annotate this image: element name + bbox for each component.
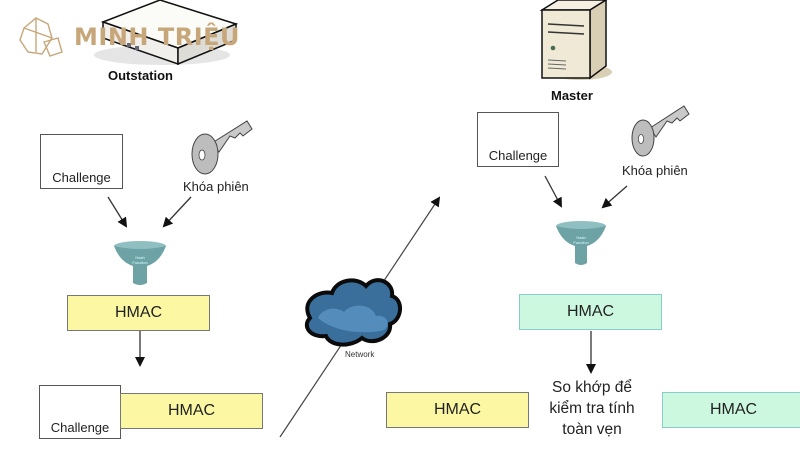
svg-text:Hash: Hash [576,235,585,240]
master-label: Master [551,88,593,103]
watermark-logo: MINH TRIỆU [14,14,240,60]
message-challenge-envelope: Challenge [39,385,121,439]
arrow-key-to-hash-outstation [162,196,192,228]
integrity-check-text: So khớp để kiểm tra tính toàn vẹn [537,377,647,440]
gem-logo-icon [19,17,63,57]
network-cloud-icon [304,278,402,347]
message-hmac-box: HMAC [120,393,263,429]
master-server-icon [539,0,612,80]
integrity-check-line-1: So khớp để [552,379,632,396]
integrity-check-line-2: kiểm tra tính [549,400,635,417]
arrow-key-to-hash-master [601,185,628,209]
key-icon-outstation [191,120,253,175]
challenge-label-master: Challenge [488,148,548,163]
hmac-box-master: HMAC [519,294,662,330]
outstation-label: Outstation [108,68,173,83]
watermark-text: MINH TRIỆU [74,23,241,51]
outstation-device-icon [94,0,239,66]
svg-text:Function: Function [132,260,147,265]
arrow-challenge-to-hash-outstation [107,196,128,228]
challenge-envelope-master: Challenge [477,112,559,167]
challenge-label-outstation: Challenge [52,170,111,185]
key-label-outstation: Khóa phiên [183,179,249,194]
arrow-challenge-to-hash-master [544,175,562,208]
key-icon-master [631,105,690,157]
hash-function-icon-outstation: Hash Function [114,241,166,285]
challenge-envelope-outstation: Challenge [40,134,123,189]
received-hmac-box: HMAC [386,392,529,428]
computed-hmac-box: HMAC [662,392,800,428]
svg-text:Hash: Hash [135,255,144,260]
hash-function-icon-master: Hash Function [556,221,606,265]
integrity-check-line-3: toàn vẹn [562,421,622,438]
key-label-master: Khóa phiên [622,163,688,178]
message-challenge-label: Challenge [50,420,110,435]
svg-text:Function: Function [573,240,588,245]
hmac-box-outstation: HMAC [67,295,210,331]
network-label: Network [345,350,375,359]
